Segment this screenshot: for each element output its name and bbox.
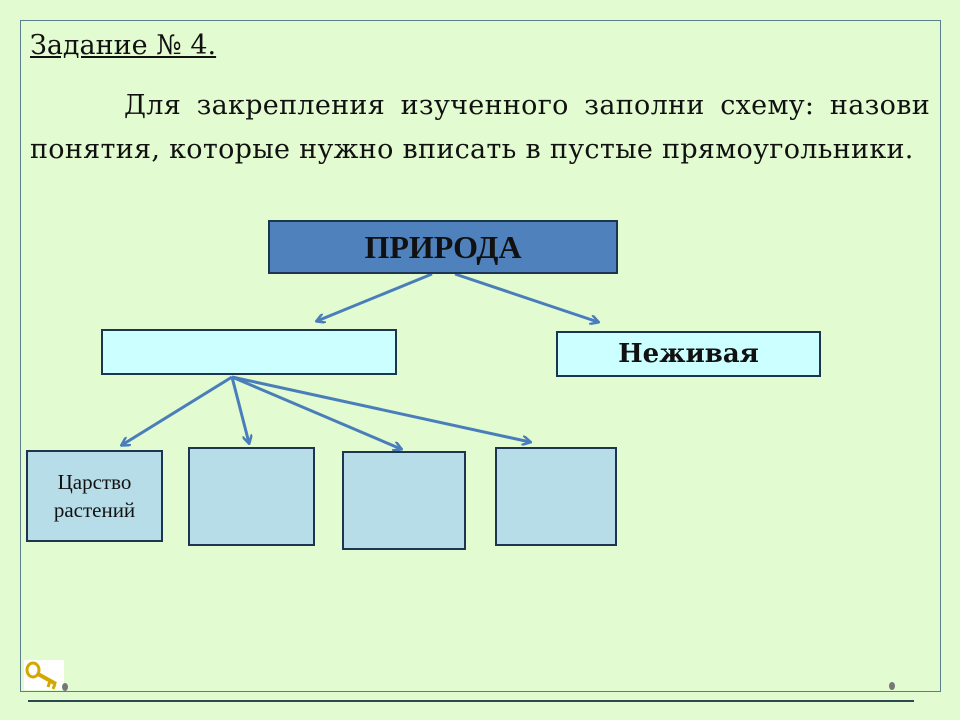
footer-divider <box>28 700 914 702</box>
key-icon[interactable] <box>24 660 64 690</box>
empty-box-2[interactable] <box>188 447 315 546</box>
bullet-dot-left <box>62 683 68 691</box>
arrow-to-box-3 <box>231 375 401 449</box>
arrow-to-box-4 <box>231 375 530 442</box>
empty-box-4[interactable] <box>495 447 617 546</box>
empty-box-3[interactable] <box>342 451 466 550</box>
root-box-nature: ПРИРОДА <box>268 220 618 274</box>
bullet-dot-right <box>889 682 895 690</box>
arrow-root-to-nonliving <box>454 272 598 322</box>
kingdom-plants-box: Царство растений <box>26 450 163 542</box>
slide-frame <box>20 20 941 692</box>
nonliving-nature-box: Неживая <box>556 331 821 377</box>
living-nature-box-empty[interactable] <box>101 329 397 375</box>
task-instruction: Для закрепления изученного заполни схему… <box>30 90 930 165</box>
arrow-to-box-2 <box>230 376 249 443</box>
arrow-to-box-1 <box>122 375 233 445</box>
arrow-root-to-living <box>317 272 433 321</box>
task-title: Задание № 4. <box>30 30 217 61</box>
